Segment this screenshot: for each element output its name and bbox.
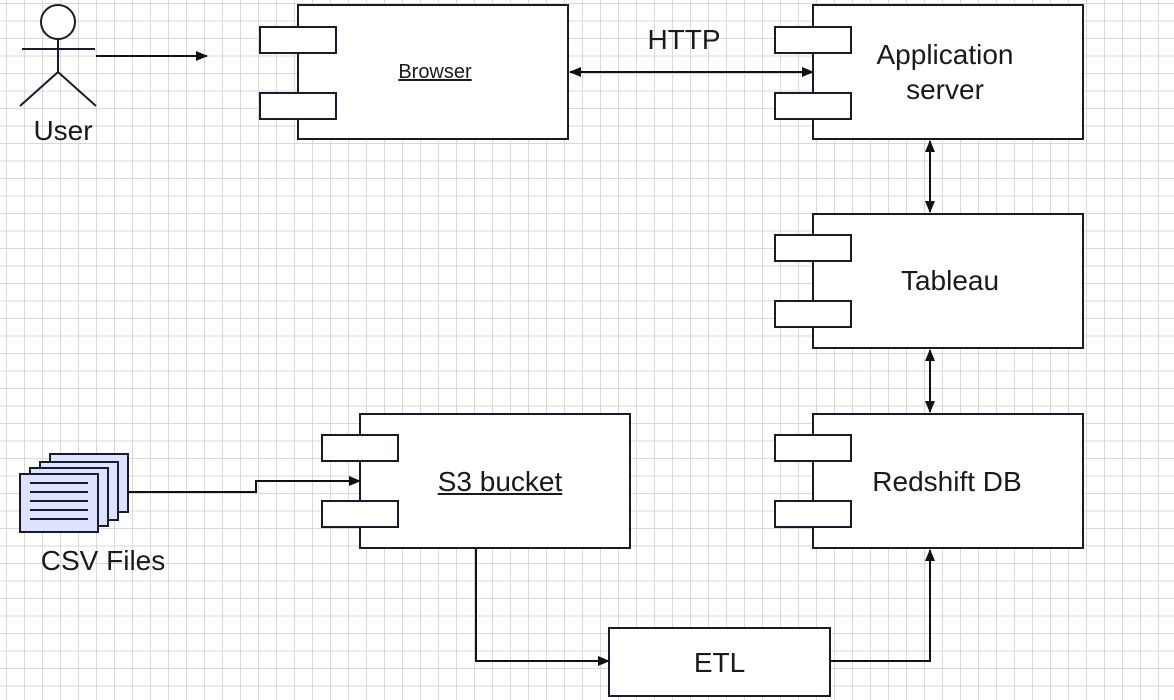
csv-to-s3-arrow — [128, 476, 361, 493]
browser-label: Browser — [398, 60, 472, 83]
http-label: HTTP — [647, 23, 721, 55]
redshift-component — [774, 413, 1084, 549]
app-server-label-line2: server — [906, 74, 984, 105]
s3-to-etl-arrow — [475, 548, 610, 666]
app-server-component — [774, 4, 1084, 140]
etl-box — [608, 627, 831, 697]
s3-bucket-label: S3 bucket — [437, 465, 563, 497]
user-stick-figure-icon — [19, 4, 97, 107]
app-server-label-line1: Application — [876, 39, 1014, 70]
tableau-label: Tableau — [900, 264, 1000, 296]
user-label: User — [33, 114, 93, 146]
app-server-label: Application server — [840, 30, 1050, 114]
csv-files-label: CSV Files — [40, 544, 166, 576]
etl-to-redshift-arrow — [830, 549, 935, 662]
csv-files-document-stack-icon — [19, 453, 129, 533]
browser-component — [259, 4, 569, 140]
etl-label: ETL — [693, 646, 746, 678]
s3-bucket-component — [321, 413, 631, 549]
tableau-component — [774, 213, 1084, 349]
redshift-label: Redshift DB — [872, 465, 1022, 497]
